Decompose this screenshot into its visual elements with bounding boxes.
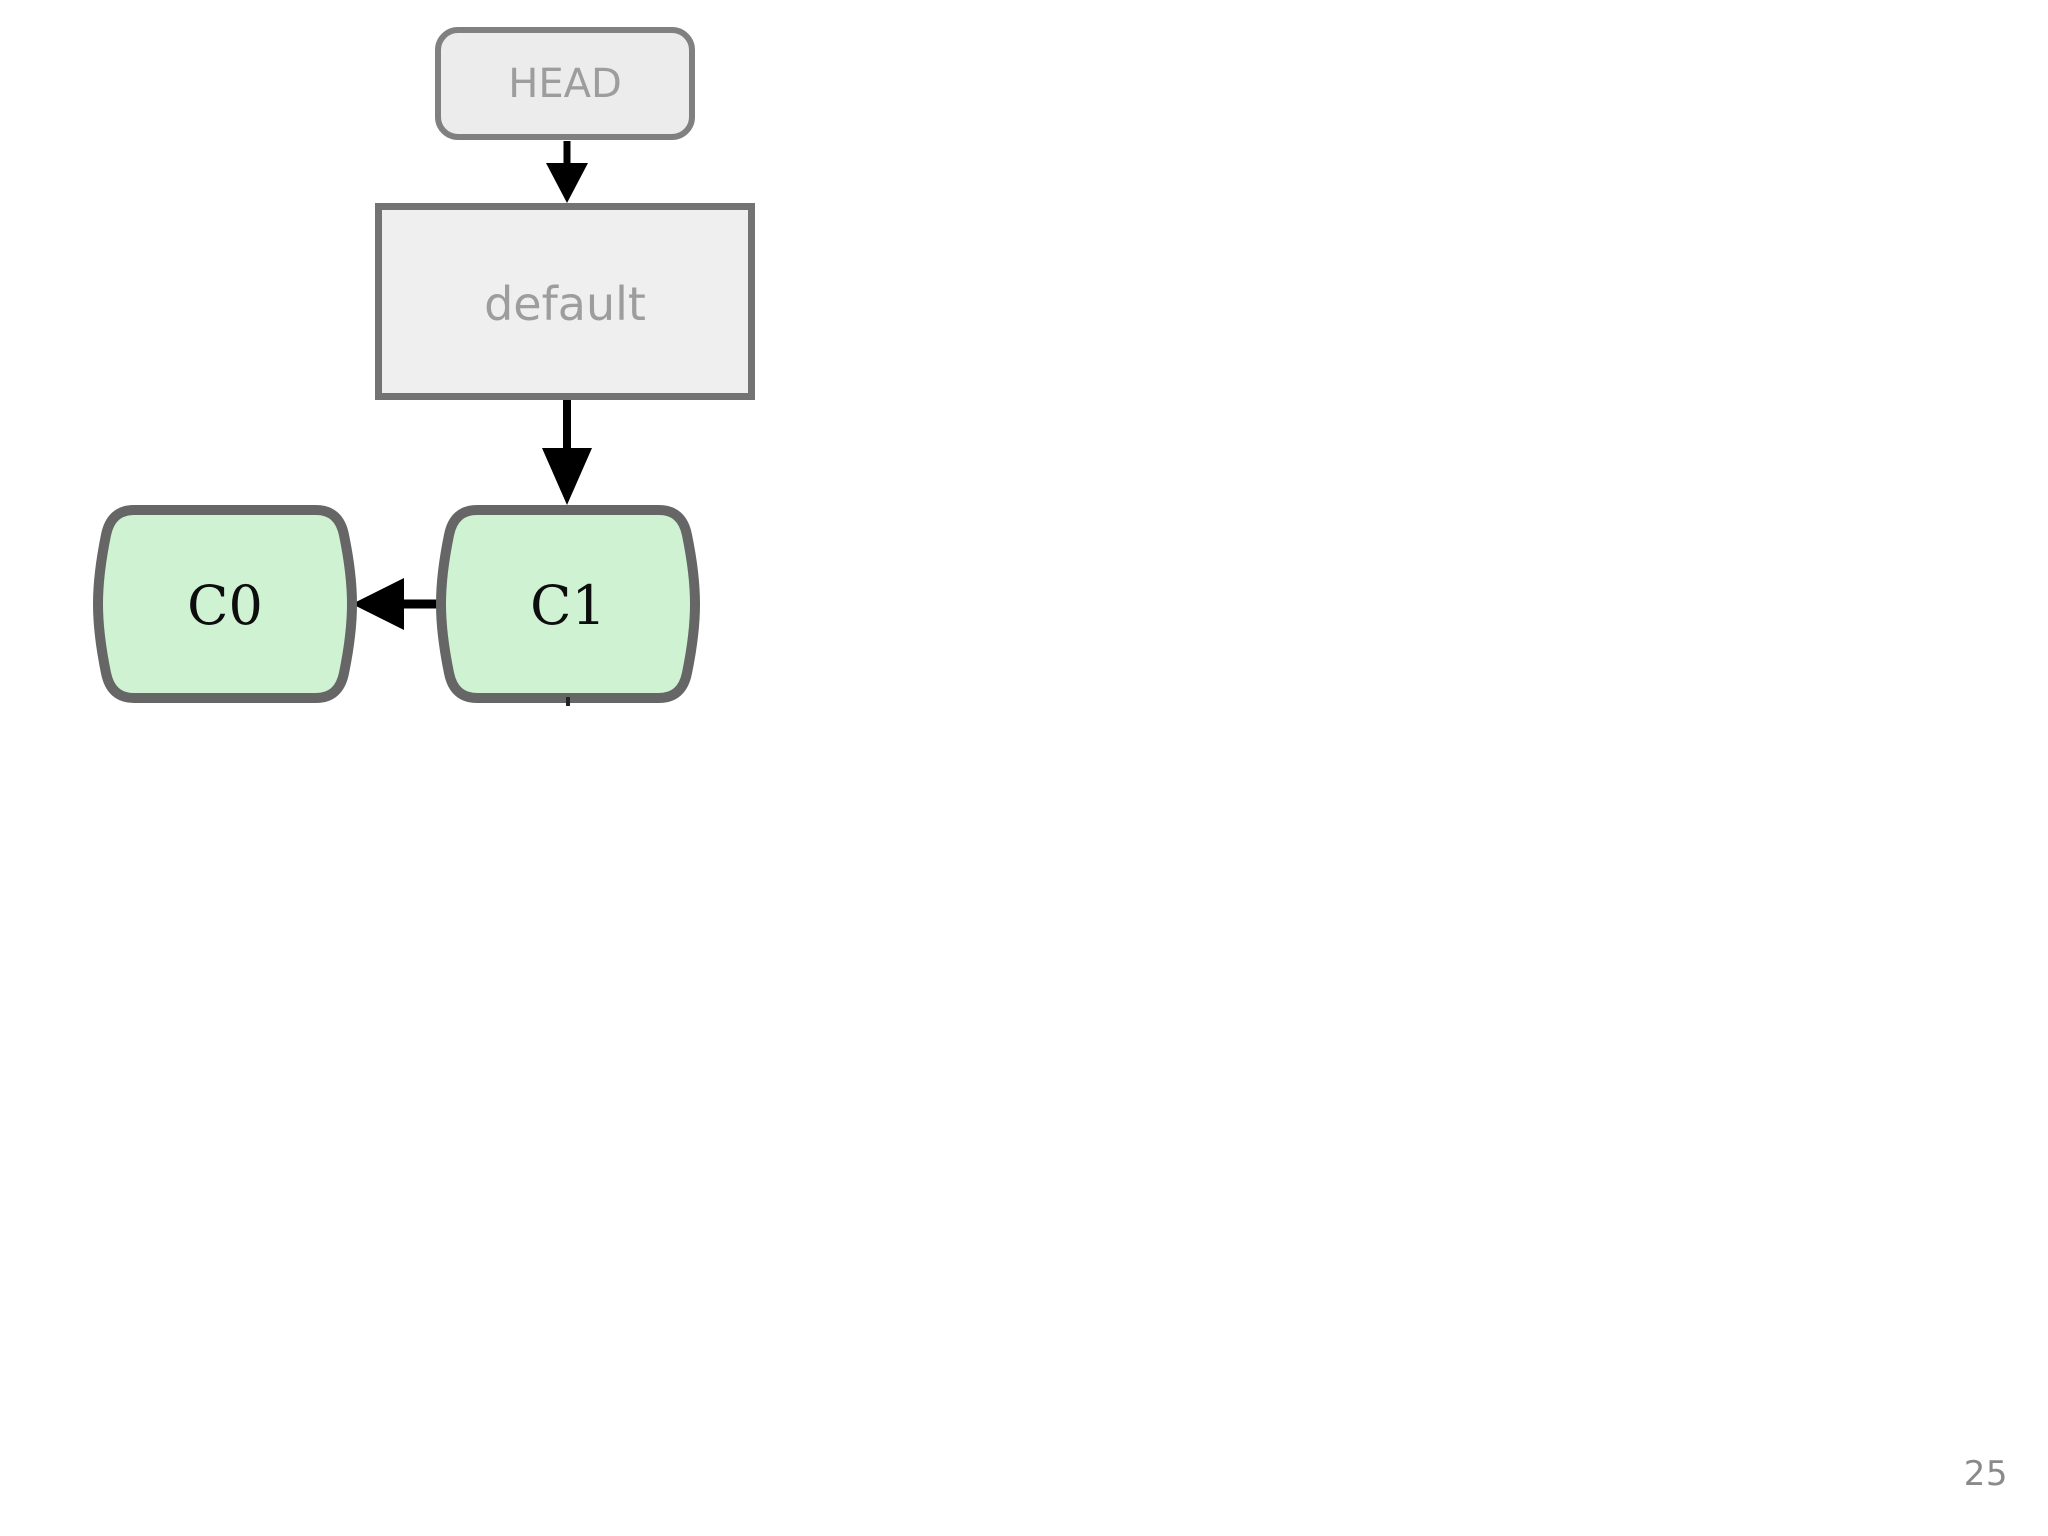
node-head[interactable]: HEAD: [435, 27, 695, 140]
node-default[interactable]: default: [375, 203, 755, 400]
edge-c1-to-c0: [352, 578, 445, 630]
node-c1[interactable]: C1: [436, 505, 700, 703]
node-head-label: HEAD: [508, 61, 622, 107]
node-c1-shape: [436, 505, 700, 703]
edge-default-to-c1: [542, 400, 592, 505]
page-number: 25: [1963, 1454, 2008, 1494]
node-head-shape: [435, 27, 695, 140]
node-c0-label: C0: [187, 574, 263, 637]
node-c1-label: C1: [530, 574, 606, 637]
node-c0[interactable]: C0: [93, 505, 357, 703]
node-default-shape: [375, 203, 755, 400]
edge-head-to-default: [546, 141, 588, 203]
edge-head-to-default-arrowhead: [546, 163, 588, 203]
edge-c1-to-c0-arrowhead: [352, 578, 404, 630]
node-c0-shape: [93, 505, 357, 703]
node-default-label: default: [484, 277, 646, 331]
edge-default-to-c1-arrowhead: [542, 448, 592, 505]
